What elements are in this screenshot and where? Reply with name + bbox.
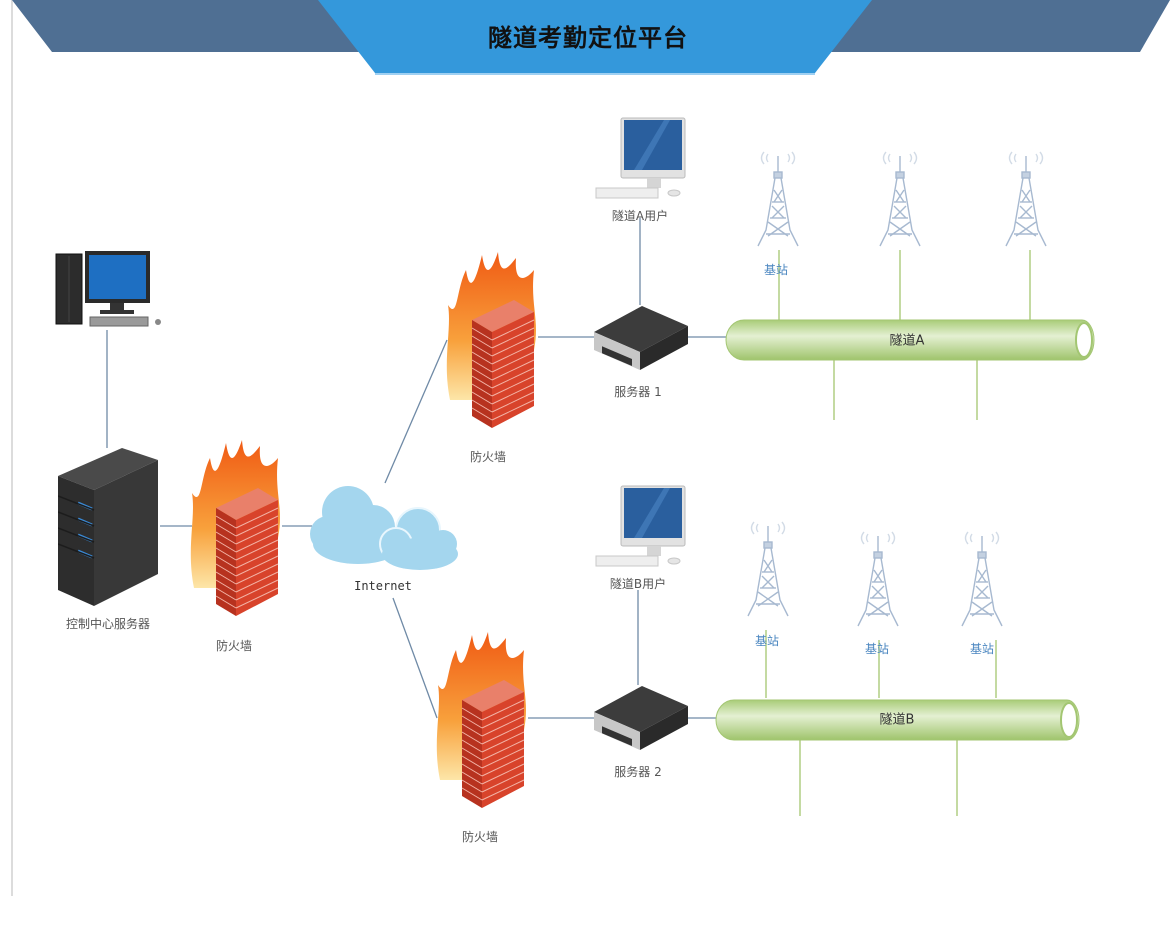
- tower-server-icon: [58, 448, 158, 606]
- radio-tower-icon: [879, 151, 921, 247]
- firewall-a[interactable]: [442, 250, 542, 430]
- base-station-b1-label: 基站: [754, 634, 780, 648]
- page-title: 隧道考勤定位平台: [488, 24, 688, 52]
- pipe-icon: [725, 319, 1095, 361]
- brick-mortar: [471, 319, 535, 421]
- base-station-b3-label: 基站: [969, 642, 995, 656]
- firewall-main-label: 防火墙: [215, 639, 253, 653]
- user-b-computer[interactable]: [594, 484, 689, 570]
- tunnel-a-label: 隧道A: [889, 333, 925, 349]
- tunnel-b[interactable]: [712, 696, 1092, 744]
- tunnel-b-label: 隧道B: [879, 712, 915, 728]
- radio-tower-icon: [747, 521, 789, 617]
- tunnel-a[interactable]: [722, 316, 1102, 364]
- cloud-icon: [310, 486, 458, 570]
- base-station-b1[interactable]: [744, 520, 792, 622]
- base-station-b3[interactable]: [958, 530, 1006, 632]
- radio-tower-icon: [857, 531, 899, 627]
- control-pc[interactable]: [54, 250, 164, 332]
- base-station-a1[interactable]: [754, 150, 802, 252]
- radio-tower-icon: [961, 531, 1003, 627]
- server-2-label: 服务器 2: [614, 765, 662, 779]
- header-center-band: [318, 0, 872, 73]
- brick-mortar: [461, 699, 525, 801]
- page-left-border: [11, 0, 13, 896]
- base-station-a2[interactable]: [876, 150, 924, 252]
- control-server[interactable]: [58, 448, 162, 606]
- base-station-b2-label: 基站: [864, 642, 890, 656]
- user-b-label: 隧道B用户: [609, 577, 667, 591]
- radio-tower-icon: [1005, 151, 1047, 247]
- header-banner: [12, 0, 1170, 75]
- desktop-computer-icon: [55, 251, 161, 327]
- firewall-main[interactable]: [186, 438, 286, 618]
- server-1[interactable]: [592, 302, 690, 372]
- firewall-b[interactable]: [432, 630, 532, 810]
- firewall-b-label: 防火墙: [461, 830, 499, 844]
- imac-icon: [595, 117, 686, 199]
- server-box-icon: [594, 686, 688, 750]
- base-station-a3[interactable]: [1002, 150, 1050, 252]
- server-2[interactable]: [592, 682, 690, 752]
- pipe-icon: [715, 699, 1080, 741]
- internet-cloud[interactable]: [308, 482, 463, 577]
- link-internet-firewall-b: [392, 597, 438, 719]
- server-1-label: 服务器 1: [614, 385, 662, 399]
- user-a-computer[interactable]: [594, 116, 689, 202]
- imac-icon: [595, 485, 686, 567]
- control-server-label: 控制中心服务器: [65, 617, 151, 631]
- server-box-icon: [594, 306, 688, 370]
- radio-tower-icon: [757, 151, 799, 247]
- internet-label: Internet: [354, 579, 412, 593]
- firewall-a-label: 防火墙: [469, 450, 507, 464]
- user-a-label: 隧道A用户: [611, 209, 669, 223]
- base-station-a1-label: 基站: [763, 263, 789, 277]
- brick-mortar: [215, 507, 279, 609]
- link-internet-firewall-a: [384, 339, 448, 484]
- base-station-b2[interactable]: [854, 530, 902, 632]
